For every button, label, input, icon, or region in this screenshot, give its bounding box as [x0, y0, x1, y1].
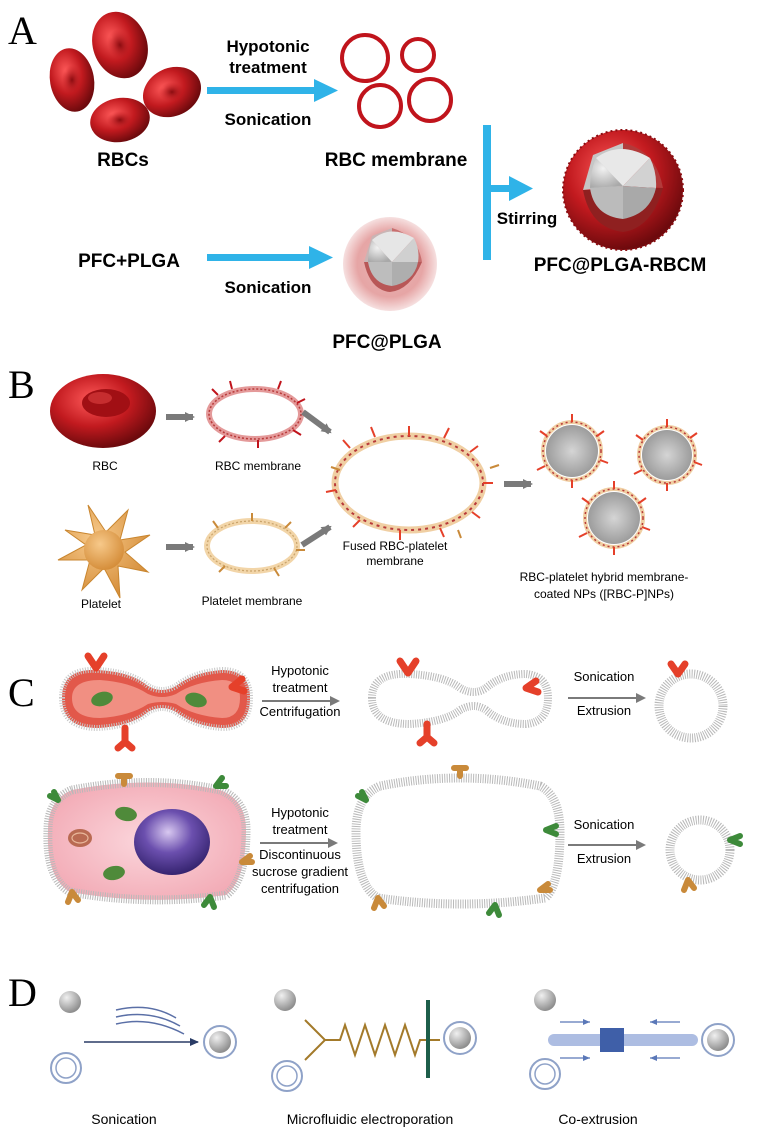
nucleated-cell-illustration — [43, 773, 255, 910]
panel-c-letter: C — [8, 670, 35, 715]
panel-a-letter: A — [8, 8, 37, 53]
fused-label-line1: Fused RBC-platelet — [343, 539, 448, 553]
c-bottom-step1-line1: Hypotonic — [271, 805, 329, 820]
hybrid-label-line2: coated NPs ([RBC-P]NPs) — [534, 587, 674, 601]
panel-b-letter: B — [8, 362, 35, 407]
sonication-label-bottom: Sonication — [225, 278, 312, 297]
c-top-step2-line2: Extrusion — [577, 703, 631, 718]
fused-label-line2: membrane — [366, 554, 424, 568]
pfc-plga-rbcm-particle — [562, 129, 684, 251]
fused-membrane-vesicle — [325, 426, 500, 540]
platelet-membrane-label: Platelet membrane — [202, 594, 303, 608]
sonication-method-diagram — [50, 991, 237, 1084]
pfc-plga-rbcm-label: PFC@PLGA-RBCM — [534, 255, 707, 276]
arrow-platelet-membrane-to-fused — [300, 524, 332, 548]
cell-ghost-membrane — [351, 765, 565, 918]
c-bottom-step1-line5: centrifugation — [261, 881, 339, 896]
rbc-cells-illustration — [49, 11, 202, 143]
c-top-step1-line2: treatment — [273, 680, 328, 695]
sonication-arrow-top — [207, 79, 338, 102]
method-electroporation-label: Microfluidic electroporation — [287, 1111, 454, 1127]
pfc-plga-particle — [343, 217, 437, 311]
co-extrusion-diagram — [529, 989, 735, 1090]
c-bottom-step2-line2: Extrusion — [577, 851, 631, 866]
platelet-illustration — [57, 504, 151, 599]
rbc-membrane-label-b: RBC membrane — [215, 459, 301, 473]
hypotonic-label: Hypotonic — [226, 37, 309, 56]
rbc-disc-illustration — [50, 374, 156, 448]
sonication-label-top: Sonication — [225, 110, 312, 129]
c-bottom-step1-line2: treatment — [273, 822, 328, 837]
hybrid-label-line1: RBC-platelet hybrid membrane- — [520, 570, 689, 584]
c-bottom-step1-line3: Discontinuous — [259, 847, 341, 862]
c-bottom-step1-line4: sucrose gradient — [252, 864, 348, 879]
treatment-label: treatment — [229, 58, 307, 77]
platelet-label: Platelet — [81, 597, 122, 611]
method-sonication-label: Sonication — [91, 1111, 156, 1127]
rbc-membrane-label: RBC membrane — [325, 150, 468, 171]
c-top-step2-line1: Sonication — [574, 669, 635, 684]
platelet-membrane-vesicle — [204, 513, 305, 577]
panel-d-letter: D — [8, 970, 37, 1015]
pfc-plga-label: PFC@PLGA — [332, 332, 442, 353]
pfc-plga-input-label: PFC+PLGA — [78, 251, 180, 272]
rbc-cell-cross-section — [58, 652, 254, 752]
cell-vesicle-small — [665, 815, 743, 893]
rbc-label-b: RBC — [92, 459, 118, 473]
rbc-vesicle-small — [654, 660, 728, 743]
rbc-ghost-membrane — [367, 657, 553, 747]
method-coextrusion-label: Co-extrusion — [558, 1111, 637, 1127]
arrow-rbc-membrane-to-fused — [301, 409, 332, 435]
hybrid-nanoparticles — [536, 414, 703, 555]
sonication-arrow-bottom — [207, 246, 333, 269]
rbcs-label: RBCs — [97, 150, 149, 171]
c-top-step1-line1: Hypotonic — [271, 663, 329, 678]
microfluidic-electroporation-diagram — [271, 989, 477, 1092]
c-top-step1-line3: Centrifugation — [260, 704, 341, 719]
c-bottom-step2-line1: Sonication — [574, 817, 635, 832]
rbc-membrane-vesicle — [206, 380, 306, 448]
rbc-membrane-rings — [340, 33, 453, 129]
stirring-bracket — [483, 125, 533, 260]
stirring-label: Stirring — [497, 209, 557, 228]
